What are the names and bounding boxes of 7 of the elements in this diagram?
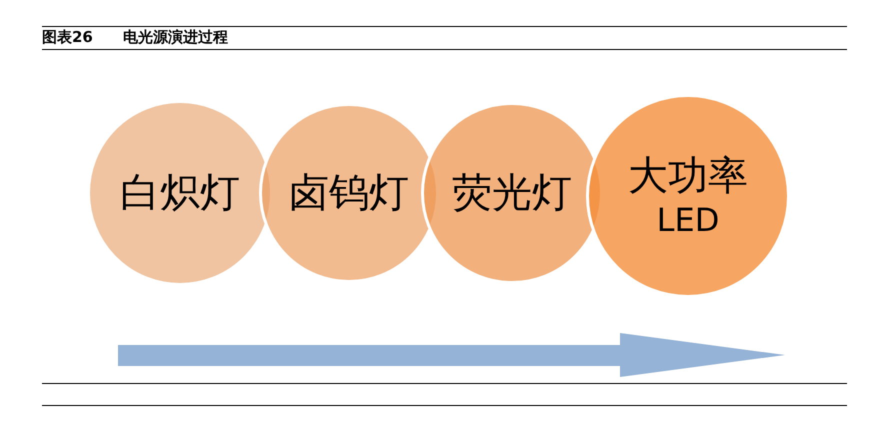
stage-label: 白炽灯 — [120, 169, 240, 217]
stage-label: LED — [656, 200, 720, 240]
stage-label: 卤钨灯 — [289, 169, 409, 217]
figure-title: 电光源演进过程 — [122, 28, 228, 46]
figure-number: 图表26 — [42, 28, 93, 46]
stage-label: 荧光灯 — [452, 169, 572, 217]
stage-label: 大功率 — [628, 152, 748, 200]
